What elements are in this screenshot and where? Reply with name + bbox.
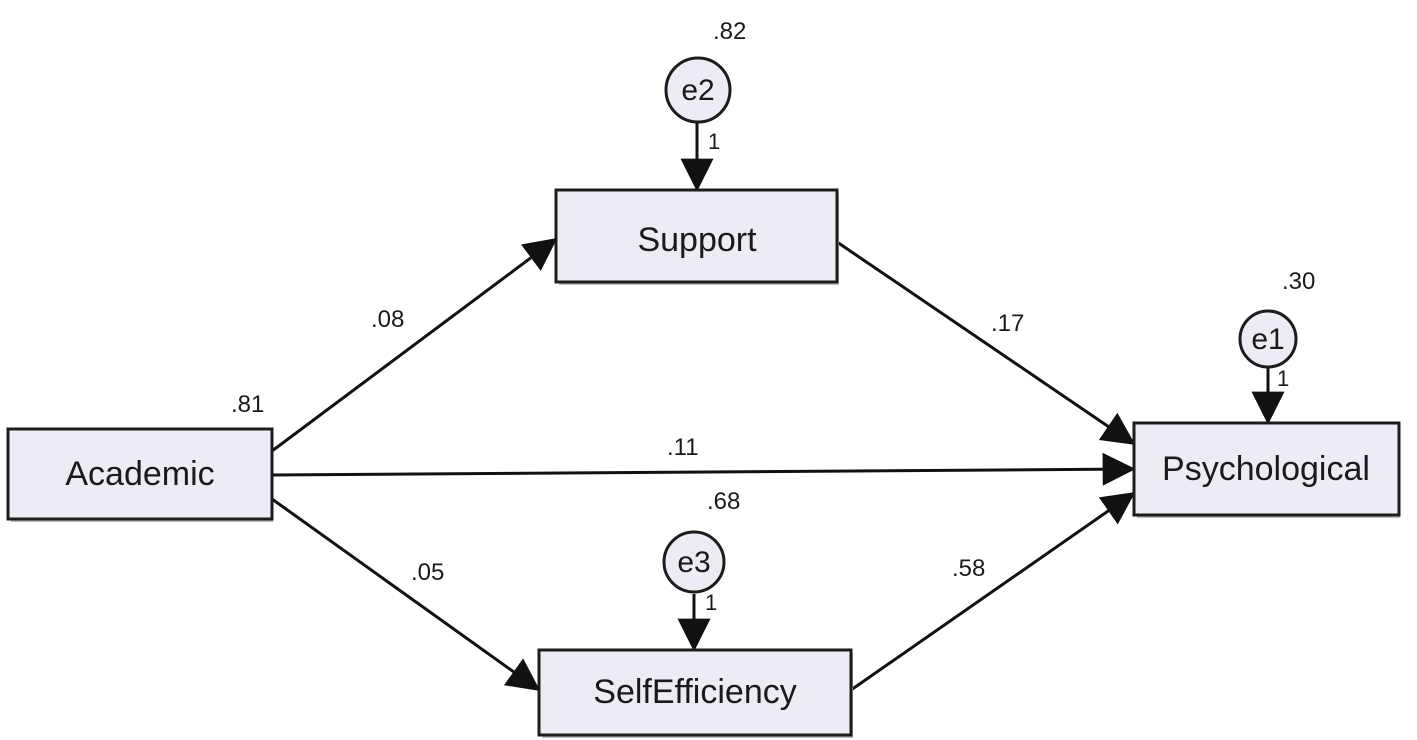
node-support[interactable]: Support bbox=[554, 188, 839, 285]
variance-e3: .68 bbox=[707, 488, 740, 515]
path-selfefficiency-psychological bbox=[850, 491, 1136, 692]
node-academic-label: Academic bbox=[65, 455, 214, 493]
path-support-psychological bbox=[836, 240, 1136, 446]
variance-e1: .30 bbox=[1282, 268, 1315, 295]
node-psychological-label: Psychological bbox=[1162, 450, 1370, 488]
node-academic[interactable]: Academic bbox=[6, 427, 274, 522]
path-academic-support bbox=[271, 237, 558, 453]
node-psychological[interactable]: Psychological bbox=[1132, 421, 1401, 518]
weight-e3: 1 bbox=[705, 590, 717, 615]
error-e3-label: e3 bbox=[677, 546, 710, 579]
coef-academic-selfefficiency: .05 bbox=[411, 559, 444, 586]
error-e3[interactable]: e3 bbox=[662, 530, 726, 594]
variance-academic: .81 bbox=[231, 391, 264, 418]
path-academic-psychological bbox=[271, 452, 1136, 486]
error-e1-label: e1 bbox=[1251, 323, 1284, 356]
coef-academic-support: .08 bbox=[371, 306, 404, 333]
weight-e2: 1 bbox=[708, 129, 720, 154]
error-e2-label: e2 bbox=[681, 74, 714, 107]
weight-e1: 1 bbox=[1277, 366, 1289, 391]
variance-e2: .82 bbox=[713, 18, 746, 45]
node-support-label: Support bbox=[637, 221, 757, 259]
node-selfefficiency[interactable]: SelfEfficiency bbox=[537, 648, 853, 738]
coef-selfefficiency-psychological: .58 bbox=[952, 555, 985, 582]
error-e1[interactable]: e1 bbox=[1238, 309, 1298, 369]
error-e2[interactable]: e2 bbox=[664, 56, 732, 124]
path-academic-selfefficiency bbox=[271, 497, 541, 692]
node-selfefficiency-label: SelfEfficiency bbox=[593, 673, 796, 711]
coef-support-psychological: .17 bbox=[991, 310, 1024, 337]
coef-academic-psychological: .11 bbox=[667, 434, 699, 461]
